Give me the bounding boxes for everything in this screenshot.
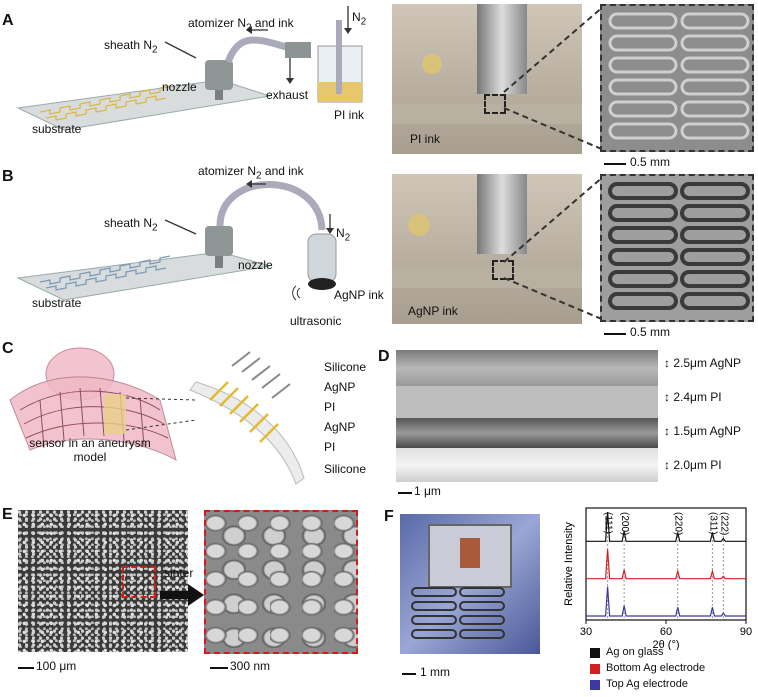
sheath-label-a: sheath N2 (104, 38, 158, 56)
x-axis-label: 2θ (°) (652, 639, 679, 650)
panel-label-d: D (378, 348, 390, 365)
ultrasonic-label: ultrasonic (290, 314, 342, 328)
peak-label: (220) (673, 512, 684, 535)
series-line-3 (586, 586, 746, 617)
xrd-legend-1: Ag on glass (590, 646, 663, 658)
panel-label-a: A (2, 12, 14, 29)
peak-label: (222) (718, 512, 729, 535)
aneurysm-model-illustration (9, 347, 305, 485)
x-tick-label: 90 (740, 626, 752, 638)
atomizer-label-b: atomizer N2 and ink (198, 164, 304, 182)
printer-schematic-b (16, 180, 337, 301)
scale-bar-b (604, 333, 626, 335)
photo-electrode-device (400, 514, 540, 654)
printer-schematic-a (16, 6, 363, 131)
scale-label-f: 1 mm (420, 665, 450, 679)
scale-bar-e-left (18, 667, 34, 669)
scale-label-b: 0.5 mm (630, 325, 671, 339)
n2-label-b: N2 (336, 226, 351, 244)
scale-bar-d (398, 492, 412, 494)
zoom-lines-b (503, 175, 605, 321)
atomizer-label-a: atomizer N2 and ink (188, 16, 294, 34)
nozzle-label-a: nozzle (162, 80, 197, 94)
zoom-lines-a (503, 5, 605, 151)
x-tick-label: 60 (660, 626, 672, 638)
peak-label: (200) (619, 512, 630, 535)
n2-label-a: N2 (352, 10, 367, 28)
legend-swatch-1 (590, 648, 600, 658)
substrate-label-b: substrate (32, 296, 82, 310)
scale-bar-e-right (210, 667, 228, 669)
panel-label-f: F (384, 508, 394, 525)
zoom-agnp-pattern (600, 174, 754, 322)
x-tick-label: 30 (580, 626, 592, 638)
sem-sintered (204, 510, 358, 654)
sem-cross-section (396, 350, 658, 482)
sinter-arrow-icon (160, 584, 204, 606)
layer-label-d-1: ↕ 2.5μm AgNP (664, 356, 741, 370)
layer-label-c-6: Silicone (324, 462, 367, 476)
layer-label-c-5: PI (324, 440, 336, 454)
sem-unsintered (18, 510, 188, 652)
scale-label-a: 0.5 mm (630, 155, 671, 169)
xrd-legend-3: Top Ag electrode (590, 678, 688, 690)
photo-label-agnp: AgNP ink (408, 304, 458, 318)
layer-label-d-3: ↕ 1.5μm AgNP (664, 424, 741, 438)
substrate-label-a: substrate (32, 122, 82, 136)
agnp-ink-label: AgNP ink (334, 288, 384, 302)
peak-label: (311) (707, 512, 718, 535)
layer-label-c-3: PI (324, 400, 336, 414)
layer-label-d-2: ↕ 2.4μm PI (664, 390, 722, 404)
scale-bar-a (604, 163, 626, 165)
layer-label-d-4: ↕ 2.0μm PI (664, 458, 722, 472)
scale-label-e-right: 300 nm (230, 659, 271, 673)
y-axis-label: Relative Intensity (563, 522, 575, 606)
zoom-region-box (122, 566, 156, 598)
layer-label-c-1: Silicone (324, 360, 367, 374)
layer-label-c-2: AgNP (324, 380, 356, 394)
scale-label-e-left: 100 μm (36, 659, 77, 673)
photo-pi-printing (392, 4, 582, 154)
sinter-label: sinter (164, 566, 194, 580)
panel-label-c: C (2, 340, 14, 357)
scale-bar-f (402, 673, 416, 675)
panel-label-b: B (2, 168, 14, 185)
xrd-legend-2: Bottom Ag electrode (590, 662, 705, 674)
nozzle-label-b: nozzle (238, 258, 273, 272)
exhaust-label-a: exhaust (266, 88, 309, 102)
panel-label-e: E (2, 506, 13, 523)
zoom-pi-pattern (600, 4, 754, 152)
photo-label-pi: PI ink (410, 132, 441, 146)
aneurysm-caption: sensor in an aneurysm model (29, 436, 151, 464)
series-line-1 (586, 511, 746, 542)
series-line-2 (586, 549, 746, 580)
pi-ink-label: PI ink (334, 108, 365, 122)
legend-swatch-3 (590, 680, 600, 690)
sheath-label-b: sheath N2 (104, 216, 158, 234)
layer-label-c-4: AgNP (324, 420, 356, 434)
scale-label-d: 1 μm (414, 484, 441, 498)
photo-agnp-printing (392, 174, 582, 324)
legend-swatch-2 (590, 664, 600, 674)
